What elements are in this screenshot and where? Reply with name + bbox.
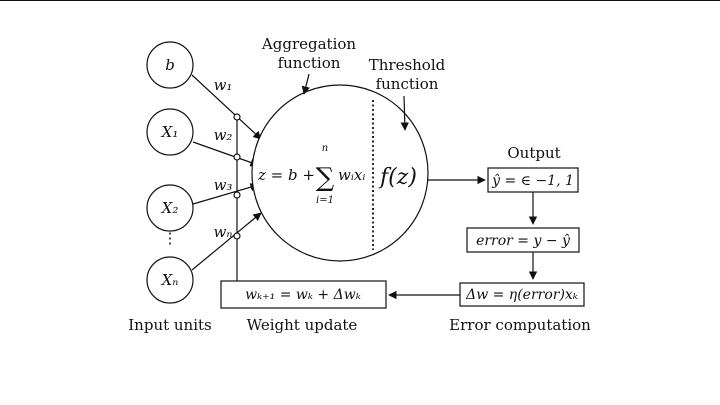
svg-text:b: b [165, 56, 175, 74]
neuron-circle [251, 84, 429, 262]
input-node-x1: X₁ [146, 108, 194, 156]
aggregation-formula: z = b + n ∑ i=1 wᵢxᵢ [257, 143, 365, 206]
input-node-b: b [146, 41, 194, 89]
weight-label-3: w₃ [214, 176, 233, 194]
weight-update-caption: Weight update [247, 316, 358, 334]
error-computation-caption: Error computation [449, 316, 591, 334]
svg-text:n: n [322, 143, 328, 154]
weight-tap-2 [233, 153, 241, 161]
input-node-xn: Xₙ [146, 256, 194, 304]
svg-text:Threshold: Threshold [369, 56, 446, 74]
svg-text:error = y − ŷ: error = y − ŷ [476, 232, 571, 249]
weight-connection-3 [192, 183, 259, 205]
svg-text:Δw = η(error)xₖ: Δw = η(error)xₖ [465, 287, 578, 303]
aggregation-pointer-arrow [301, 73, 310, 95]
svg-text:wₖ₊₁ = wₖ + Δwₖ: wₖ₊₁ = wₖ + Δwₖ [245, 287, 361, 303]
weight-tap-1 [233, 113, 241, 121]
weight-tap-n [233, 232, 241, 240]
weight-connection-1 [191, 74, 262, 140]
svg-text:ŷ = ∈ −1, 1: ŷ = ∈ −1, 1 [491, 172, 574, 189]
weight-update-box: wₖ₊₁ = wₖ + Δwₖ [220, 280, 387, 309]
svg-text:X₂: X₂ [161, 199, 179, 217]
svg-text:function: function [376, 75, 439, 93]
input-units-caption: Input units [128, 316, 212, 334]
weight-label-n: wₙ [214, 223, 233, 241]
svg-text:wᵢxᵢ: wᵢxᵢ [338, 166, 365, 184]
error-box: error = y − ŷ [466, 227, 580, 253]
weight-connection-2 [192, 141, 259, 167]
output-box: ŷ = ∈ −1, 1 [487, 167, 579, 193]
weight-label-2: w₂ [214, 126, 233, 144]
activation-formula: f(z) [378, 165, 417, 190]
aggregation-function-label: Aggregation function [261, 35, 356, 72]
svg-text:X₁: X₁ [161, 123, 179, 141]
svg-text:z = b +: z = b + [257, 166, 315, 184]
input-ellipsis: ⋮ [163, 229, 178, 247]
svg-text:i=1: i=1 [316, 195, 334, 206]
svg-text:function: function [278, 54, 341, 72]
delta-box: Δw = η(error)xₖ [459, 282, 585, 307]
threshold-pointer-arrow [400, 95, 409, 131]
svg-text:Xₙ: Xₙ [161, 271, 179, 289]
threshold-function-label: Threshold function [369, 56, 446, 93]
weight-label-1: w₁ [214, 76, 233, 94]
weight-tap-3 [233, 191, 241, 199]
weight-connection-n [191, 212, 262, 271]
svg-text:∑: ∑ [316, 163, 335, 193]
output-label: Output [507, 144, 560, 162]
svg-text:Aggregation: Aggregation [261, 35, 356, 53]
input-node-x2: X₂ [146, 184, 194, 232]
